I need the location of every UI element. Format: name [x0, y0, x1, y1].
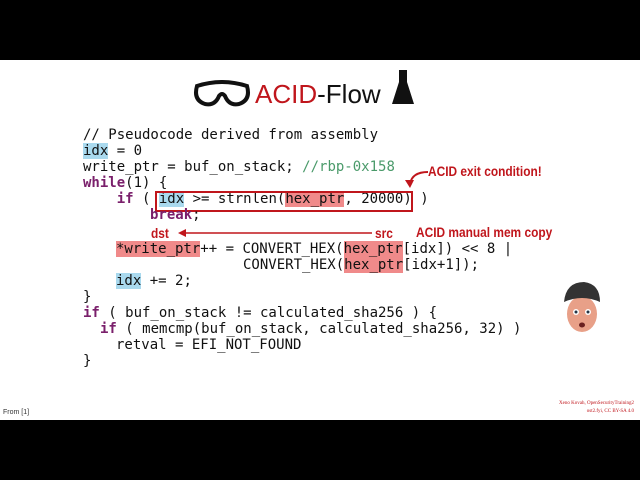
code-line: CONVERT_HEX(hex_ptr[idx+1]);: [243, 257, 480, 273]
annotation-src: src: [375, 225, 393, 241]
arrow-annotations: [178, 171, 429, 237]
annotation-exit-condition: ACID exit condition!: [428, 163, 542, 179]
annotation-dst: dst: [151, 225, 169, 241]
code-line: retval = EFI_NOT_FOUND: [116, 337, 302, 353]
code-line: write_ptr = buf_on_stack; //rbp-0x158: [83, 159, 395, 175]
code-line: if ( idx >= strnlen(hex_ptr, 20000) ): [116, 191, 429, 207]
code-line: }: [83, 289, 92, 305]
source-citation: From [1]: [3, 409, 30, 416]
code-line: idx += 2;: [116, 273, 192, 289]
code-line: idx = 0: [83, 143, 143, 159]
code-line: }: [83, 353, 92, 369]
code-line: break;: [150, 207, 201, 223]
presenter-avatar: [564, 282, 600, 332]
code-line: // Pseudocode derived from assembly: [83, 127, 379, 143]
slide: ACID-Flow // Pseudocode derived from ass…: [0, 60, 640, 420]
code-line: while(1) {: [83, 175, 168, 191]
code-line: if ( memcmp(buf_on_stack, calculated_sha…: [100, 321, 522, 337]
slide-title: ACID-Flow: [255, 79, 381, 109]
annotation-mem-copy: ACID manual mem copy: [416, 224, 553, 240]
code-line: if ( buf_on_stack != calculated_sha256 )…: [83, 305, 438, 321]
goggles-icon: [194, 80, 250, 107]
exit-condition-box: [155, 191, 413, 212]
flask-icon: [392, 70, 414, 104]
code-line: *write_ptr++ = CONVERT_HEX(hex_ptr[idx])…: [116, 241, 513, 257]
